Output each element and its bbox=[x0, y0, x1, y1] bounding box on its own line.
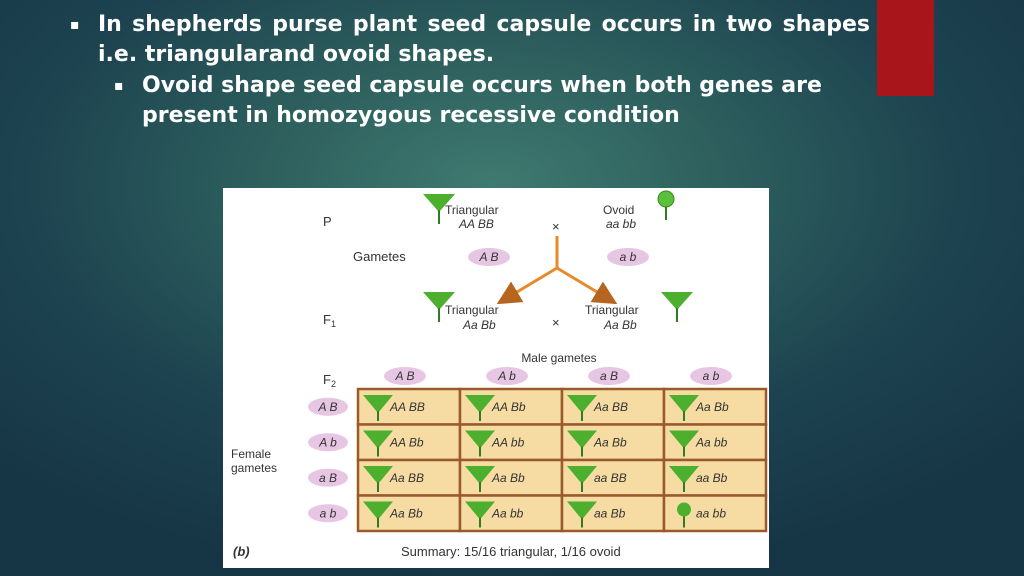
bullet-sub: ▪ Ovoid shape seed capsule occurs when b… bbox=[70, 71, 870, 131]
bullet-marker: ▪ bbox=[114, 78, 124, 94]
gamete-oval bbox=[690, 367, 732, 385]
cell-genotype: Aa Bb bbox=[593, 436, 627, 450]
triangular-capsule-icon bbox=[423, 194, 455, 224]
parent2-genotype: aa bb bbox=[606, 217, 636, 231]
cell-genotype: Aa BB bbox=[389, 471, 424, 485]
cell-genotype: AA Bb bbox=[389, 436, 424, 450]
cross-arrows bbox=[496, 236, 618, 305]
gamete-oval bbox=[308, 468, 348, 487]
gamete-oval bbox=[607, 248, 649, 266]
cell-genotype: aa BB bbox=[594, 471, 627, 485]
gametes-label: Gametes bbox=[353, 249, 406, 264]
triangular-capsule-icon bbox=[363, 395, 393, 413]
triangular-capsule-icon bbox=[423, 292, 455, 322]
cross-diagram: P Gametes F1 F2 Triangular AA BB × Ovoid… bbox=[231, 190, 768, 559]
cell-genotype: Aa Bb bbox=[491, 471, 525, 485]
triangular-capsule-icon bbox=[567, 501, 597, 520]
cell-genotype: Aa bb bbox=[695, 436, 728, 450]
triangular-capsule-icon bbox=[363, 501, 393, 520]
cell-genotype: Aa bb bbox=[491, 507, 524, 521]
triangular-capsule-icon bbox=[363, 466, 393, 484]
panel-label: (b) bbox=[233, 544, 250, 559]
female-gamete: A B bbox=[318, 400, 338, 414]
cell-genotype: aa Bb bbox=[696, 471, 728, 485]
cross-symbol: × bbox=[552, 219, 560, 234]
f2-label: F2 bbox=[323, 372, 336, 389]
triangular-capsule-icon bbox=[465, 466, 495, 484]
male-gamete: A B bbox=[395, 369, 415, 383]
punnett-cell bbox=[560, 423, 666, 462]
gamete-oval bbox=[468, 248, 510, 266]
cross-symbol: × bbox=[552, 315, 560, 330]
gamete-oval bbox=[308, 397, 348, 416]
female-gamete: A b bbox=[318, 435, 337, 449]
f1-left-genotype: Aa Bb bbox=[462, 318, 496, 332]
triangular-capsule-icon bbox=[567, 430, 597, 449]
cell-genotype: Aa Bb bbox=[389, 507, 423, 521]
bullet-sub-text: Ovoid shape seed capsule occurs when bot… bbox=[142, 73, 822, 128]
ovoid-capsule-icon bbox=[677, 502, 691, 517]
triangular-capsule-icon bbox=[363, 430, 393, 449]
ovoid-capsule-icon bbox=[657, 190, 675, 220]
bullet-main: ▪ In shepherds purse plant seed capsule … bbox=[70, 10, 870, 70]
parent2-gamete: a b bbox=[620, 250, 637, 264]
parent1-gamete: A B bbox=[479, 250, 499, 264]
triangular-capsule-icon bbox=[567, 395, 597, 413]
gamete-oval bbox=[308, 433, 348, 452]
cell-genotype: AA BB bbox=[389, 400, 425, 414]
cell-genotype: AA Bb bbox=[491, 400, 526, 414]
f1-label: F1 bbox=[323, 312, 336, 329]
triangular-capsule-icon bbox=[465, 501, 495, 520]
triangular-capsule-icon bbox=[465, 395, 495, 413]
gamete-oval bbox=[588, 367, 630, 385]
parent2-phenotype: Ovoid bbox=[603, 203, 634, 217]
slide-text: ▪ In shepherds purse plant seed capsule … bbox=[70, 10, 870, 131]
triangular-capsule-icon bbox=[669, 395, 699, 413]
female-gametes-label-line2: gametes bbox=[231, 461, 277, 475]
f1-right-genotype: Aa Bb bbox=[603, 318, 637, 332]
female-gametes-label-line1: Female bbox=[231, 447, 271, 461]
cell-genotype: aa bb bbox=[696, 507, 726, 521]
p-label: P bbox=[323, 214, 332, 229]
accent-tab bbox=[877, 0, 934, 96]
parent1-phenotype: Triangular bbox=[445, 203, 499, 217]
dihybrid-cross-figure: P Gametes F1 F2 Triangular AA BB × Ovoid… bbox=[223, 188, 769, 568]
bullet-marker: ▪ bbox=[70, 17, 80, 33]
female-gamete: a b bbox=[320, 506, 337, 520]
f1-right-phenotype: Triangular bbox=[585, 303, 639, 317]
cell-genotype: Aa Bb bbox=[695, 400, 729, 414]
cell-genotype: aa Bb bbox=[594, 507, 626, 521]
triangular-capsule-icon bbox=[465, 430, 495, 449]
triangular-capsule-icon bbox=[661, 292, 693, 322]
gamete-oval bbox=[308, 504, 348, 523]
male-gamete: a b bbox=[703, 369, 720, 383]
bullet-main-text: In shepherds purse plant seed capsule oc… bbox=[98, 12, 870, 67]
gamete-oval bbox=[384, 367, 426, 385]
cell-genotype: Aa BB bbox=[593, 400, 628, 414]
triangular-capsule-icon bbox=[567, 466, 597, 484]
triangular-capsule-icon bbox=[669, 430, 699, 449]
female-gamete: a B bbox=[319, 471, 337, 485]
triangular-capsule-icon bbox=[669, 466, 699, 484]
parent1-genotype: AA BB bbox=[458, 217, 494, 231]
gamete-oval bbox=[486, 367, 528, 385]
male-gametes-label: Male gametes bbox=[521, 351, 596, 365]
punnett-square: A B A b a B a b A B A b a B a b AA BB AA Bb Aa BB A… bbox=[308, 367, 768, 533]
f1-left-phenotype: Triangular bbox=[445, 303, 499, 317]
male-gamete: A b bbox=[497, 369, 516, 383]
male-gamete: a B bbox=[600, 369, 618, 383]
cell-genotype: AA bb bbox=[491, 436, 525, 450]
summary-text: Summary: 15/16 triangular, 1/16 ovoid bbox=[401, 544, 621, 559]
